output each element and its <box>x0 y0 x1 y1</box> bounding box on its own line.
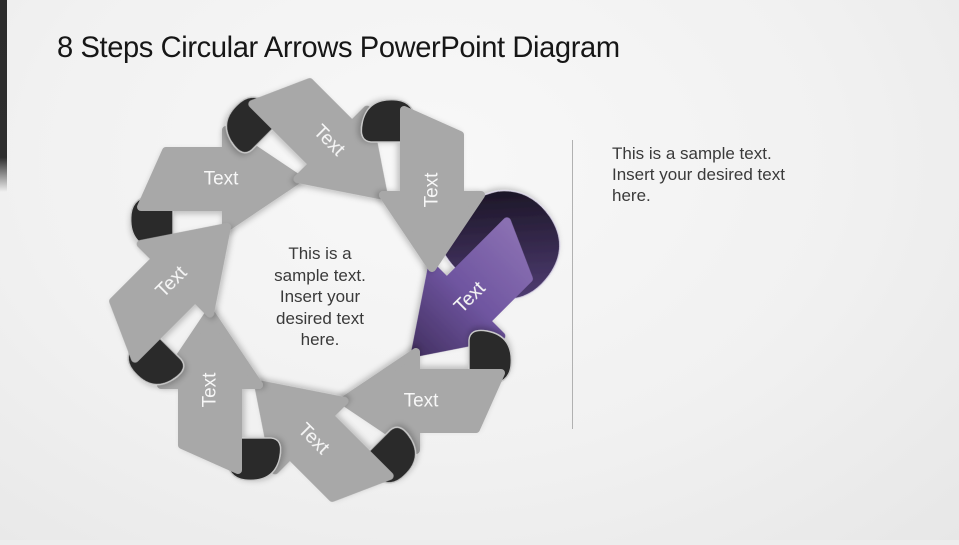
arrow-step-7: Text <box>157 308 282 481</box>
arrow-step-2: Text <box>225 78 388 200</box>
vertical-divider <box>572 140 573 429</box>
arrow-label: Text <box>422 172 443 208</box>
center-placeholder-text: This is a sample text. Insert your desir… <box>274 244 366 349</box>
block-arrow-purple <box>411 217 533 357</box>
block-arrow-gray <box>339 348 505 454</box>
block-arrow-gray <box>157 308 263 474</box>
arrow-label: Text <box>404 391 440 412</box>
block-arrow-gray <box>248 78 388 200</box>
block-arrow-gray <box>254 380 394 502</box>
left-edge-shadow <box>0 0 7 192</box>
arrow-label: Text <box>204 169 240 190</box>
arrow-step-5: Text <box>339 329 512 454</box>
arrow-step-6: Text <box>254 380 417 502</box>
arrow-label: Text <box>200 372 221 408</box>
block-arrow-gray <box>379 106 485 272</box>
block-arrow-gray <box>109 223 231 363</box>
side-placeholder-text: This is a sample text. Insert your desir… <box>612 144 785 205</box>
block-arrow-gray <box>137 126 303 232</box>
slide-title: 8 Steps Circular Arrows PowerPoint Diagr… <box>57 31 620 64</box>
arrow-step-8: Text <box>109 223 231 386</box>
arrow-step-4-highlighted: Text <box>411 190 561 357</box>
arrow-step-3: Text <box>360 99 485 272</box>
